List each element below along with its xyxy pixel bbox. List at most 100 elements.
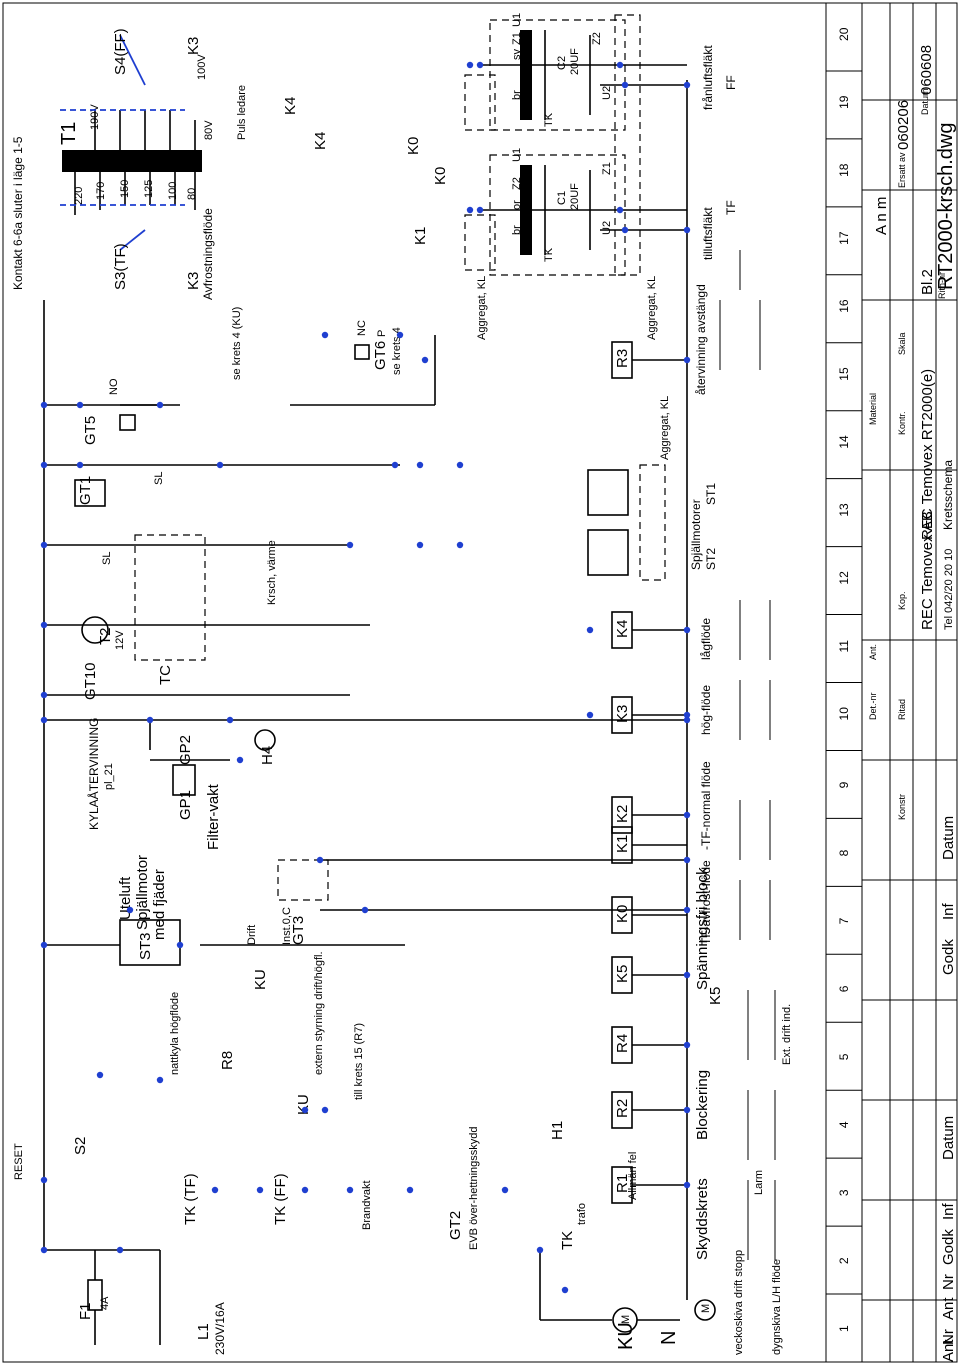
godk-col-2: Godk bbox=[940, 1229, 957, 1265]
junction-node bbox=[621, 81, 629, 89]
junction-node bbox=[466, 61, 474, 69]
junction-node bbox=[76, 401, 84, 409]
krets4-ref: se krets 4 (KU) bbox=[231, 307, 243, 380]
coil-label: K4 bbox=[614, 620, 631, 638]
junction-node bbox=[40, 691, 48, 699]
coil-labels: TF-avfrost-flöde -TF-normal flöde hög-fl… bbox=[587, 284, 718, 945]
exhaust-fan-code: FF bbox=[724, 75, 738, 90]
junction-node bbox=[321, 1106, 329, 1114]
gp2-label: GP2 bbox=[177, 735, 194, 765]
larm-label: Larm bbox=[753, 1170, 765, 1195]
gt6-ref: se krets 4 bbox=[391, 327, 403, 375]
ruler-number: 19 bbox=[837, 95, 851, 109]
st2-label: ST2 bbox=[704, 548, 718, 570]
u1-upper: U1 bbox=[511, 13, 523, 27]
ruler-number: 18 bbox=[837, 163, 851, 177]
bottom-notes: veckoskiva drift stopp dygnskiva L/H flö… bbox=[72, 987, 793, 1355]
junction-node bbox=[116, 1246, 124, 1254]
k3-bottom-label: K3 bbox=[185, 272, 202, 290]
junction-node bbox=[40, 1246, 48, 1254]
aggregate-kl-mid: Aggregat, KL bbox=[659, 396, 671, 460]
motor-ku-label: KU bbox=[615, 1322, 637, 1350]
coil-label: K5 bbox=[614, 965, 631, 983]
ruler-number: 12 bbox=[837, 571, 851, 585]
ruler-number: 10 bbox=[837, 707, 851, 721]
wire-orange: or bbox=[511, 200, 523, 210]
defrost-flow-label: Avfrostningsflöde bbox=[201, 208, 215, 300]
tap-170: 170 bbox=[95, 182, 107, 200]
reset-label: RESET bbox=[13, 1143, 25, 1180]
fan-labels: tilluftsfläkt TF frånluftsfläkt FF bbox=[701, 45, 738, 260]
fjader-label: med fjäder bbox=[151, 869, 168, 940]
ant-label: Ant. bbox=[868, 644, 878, 660]
avfrost-flow-label: TF-avfrost-flöde bbox=[699, 860, 713, 945]
junction-node bbox=[683, 906, 691, 914]
junction-node bbox=[40, 401, 48, 409]
junction-node bbox=[316, 856, 324, 864]
junction-node bbox=[176, 941, 184, 949]
junction-node bbox=[226, 716, 234, 724]
coil-label: R3 bbox=[614, 349, 631, 368]
tk-upper: TK bbox=[543, 112, 555, 127]
coil-label: K2 bbox=[614, 805, 631, 823]
brandvakt-label: Brandvakt bbox=[361, 1180, 373, 1230]
datum-value: 060608 bbox=[918, 45, 935, 95]
datum-label: Datum bbox=[920, 88, 930, 115]
z2-upper: Z2 bbox=[591, 32, 603, 45]
det-nr-label: Det.-nr bbox=[868, 692, 878, 720]
junction-node bbox=[683, 716, 691, 724]
tk-trafo-label: TK bbox=[559, 1231, 576, 1250]
junction-node bbox=[421, 356, 429, 364]
nr-col: Nr bbox=[940, 1274, 957, 1290]
junction-node bbox=[216, 461, 224, 469]
subtitle: Kretsschema bbox=[941, 460, 955, 530]
kylaatervinning-label: KYLAÅTERVINNING bbox=[86, 718, 101, 830]
junction-node bbox=[40, 541, 48, 549]
junction-node bbox=[586, 711, 594, 719]
junction-node bbox=[621, 226, 629, 234]
junction-node bbox=[416, 541, 424, 549]
sheet-number: Bl.2 bbox=[919, 269, 936, 295]
coil-label: K0 bbox=[614, 905, 631, 923]
telephone: Tel 042/20 20 10 bbox=[943, 549, 955, 630]
junction-node bbox=[211, 1186, 219, 1194]
junction-node bbox=[256, 1186, 264, 1194]
tap-220: 220 bbox=[73, 187, 85, 205]
ruler-number: 8 bbox=[837, 849, 851, 856]
pl21-label: pl_21 bbox=[103, 763, 115, 790]
ruler-number: 3 bbox=[837, 1189, 851, 1196]
aggregate-kl-left: Aggregat, KL bbox=[476, 276, 488, 340]
file-name: RT2000-krsch.dwg bbox=[935, 123, 957, 290]
u2-upper: U2 bbox=[601, 86, 613, 100]
junction-node bbox=[396, 331, 404, 339]
junction-nodes bbox=[40, 61, 691, 1294]
ritad-label: Ritad bbox=[897, 699, 907, 720]
ruler-number: 1 bbox=[837, 1325, 851, 1332]
motor-m-bottom bbox=[694, 1299, 716, 1321]
ruler-number: 7 bbox=[837, 917, 851, 924]
sl-label-gt1: SL bbox=[101, 552, 113, 565]
gt3-box bbox=[277, 859, 329, 901]
tk-ff-label: TK (FF) bbox=[272, 1173, 289, 1225]
tap-80: 80 bbox=[186, 188, 198, 200]
konstr-label: Konstr bbox=[897, 794, 907, 820]
aggregate-kl-bottom: Aggregat, KL bbox=[646, 276, 658, 340]
sl-label-gt5: SL bbox=[153, 472, 165, 485]
tap-125: 125 bbox=[143, 180, 155, 198]
ruler-number: 15 bbox=[837, 367, 851, 381]
drift-label: Drift bbox=[246, 925, 258, 945]
transformer-core bbox=[62, 150, 202, 172]
junction-node bbox=[346, 1186, 354, 1194]
neutral-label: N bbox=[658, 1331, 680, 1345]
t2-voltage: 12V bbox=[114, 630, 126, 650]
h4-label: H4 bbox=[259, 746, 276, 765]
inf-col-2: Inf bbox=[940, 1202, 957, 1220]
junction-node bbox=[683, 626, 691, 634]
drawing-number-label: Ritn-nr bbox=[937, 272, 947, 299]
kop-label: Kop. bbox=[897, 591, 907, 610]
wire-brown-lower: br bbox=[511, 225, 523, 235]
h4-lamp bbox=[254, 729, 276, 751]
line-label: L1 bbox=[195, 1323, 212, 1340]
c2-label: C2 bbox=[556, 56, 568, 70]
